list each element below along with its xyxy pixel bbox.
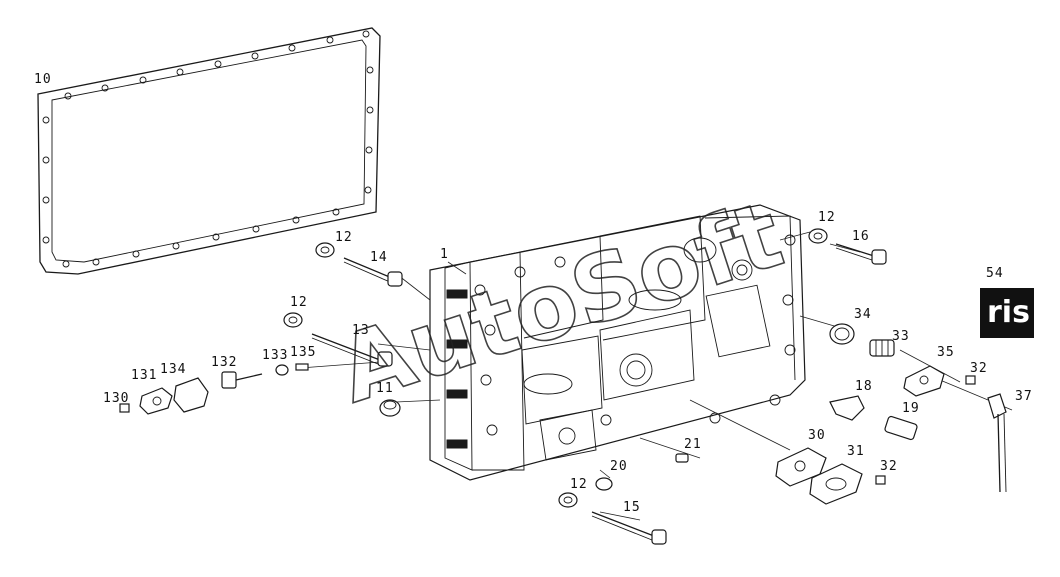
sensor-part-33 [869, 339, 895, 357]
pin-part-135 [295, 363, 309, 371]
plug-part-21 [675, 453, 689, 463]
leader-lines [299, 231, 1013, 521]
callout-c12c: 12 [818, 210, 836, 225]
callout-c19: 19 [902, 401, 920, 416]
bracket-part-18 [829, 395, 865, 421]
callout-c30: 30 [808, 428, 826, 443]
callout-c12a: 12 [335, 230, 353, 245]
callout-c20: 20 [610, 459, 628, 474]
oring-part-133 [275, 364, 289, 376]
plug-part-20 [595, 477, 613, 491]
callout-c14: 14 [370, 250, 388, 265]
callout-c130: 130 [103, 391, 129, 406]
gasket-part-10 [37, 27, 381, 275]
callout-c34: 34 [854, 307, 872, 322]
callout-c12b: 12 [290, 295, 308, 310]
bolt-part-15 [591, 511, 667, 545]
gasket-part-35 [903, 365, 945, 397]
callout-c12d: 12 [570, 477, 588, 492]
washer-part-12-lower [558, 492, 578, 508]
callout-c10: 10 [34, 72, 52, 87]
bolt-part-14 [343, 257, 403, 287]
callout-c132: 132 [211, 355, 237, 370]
cover-part-134 [173, 377, 209, 413]
screw-part-32-lower [875, 475, 886, 485]
bolt-part-13 [311, 333, 393, 367]
callout-c135: 135 [290, 345, 316, 360]
callout-c32b: 32 [880, 459, 898, 474]
callout-c32a: 32 [970, 361, 988, 376]
callout-c21: 21 [684, 437, 702, 452]
callout-c37: 37 [1015, 389, 1033, 404]
logo-part-54: ris [980, 288, 1034, 338]
callout-c13: 13 [352, 323, 370, 338]
callout-c1: 1 [440, 247, 449, 262]
plug-part-11 [379, 399, 401, 417]
callout-c31: 31 [847, 444, 865, 459]
bolt-part-16 [835, 243, 887, 265]
callout-c134: 134 [160, 362, 186, 377]
sensor-part-19 [884, 415, 918, 441]
housing-part-1 [429, 204, 806, 481]
callout-c131: 131 [131, 368, 157, 383]
callout-c11: 11 [376, 381, 394, 396]
oring-part-34 [829, 323, 855, 345]
washer-part-12-middle-left [283, 312, 303, 328]
callout-c54: 54 [986, 266, 1004, 281]
callout-c16: 16 [852, 229, 870, 244]
callout-c15: 15 [623, 500, 641, 515]
cover-part-31 [809, 463, 863, 505]
callout-c18: 18 [855, 379, 873, 394]
sensor-part-132 [221, 371, 263, 389]
washer-part-12-upper-right [808, 228, 828, 244]
connector-part-37 [987, 393, 1007, 493]
gasket-part-131 [139, 387, 173, 415]
callout-c33: 33 [892, 329, 910, 344]
screw-part-130 [119, 403, 130, 413]
screw-part-32-upper [965, 375, 976, 385]
logo-text: ris [987, 295, 1030, 330]
callout-c133: 133 [262, 348, 288, 363]
callout-c35: 35 [937, 345, 955, 360]
washer-part-12-upper-left [315, 242, 335, 258]
